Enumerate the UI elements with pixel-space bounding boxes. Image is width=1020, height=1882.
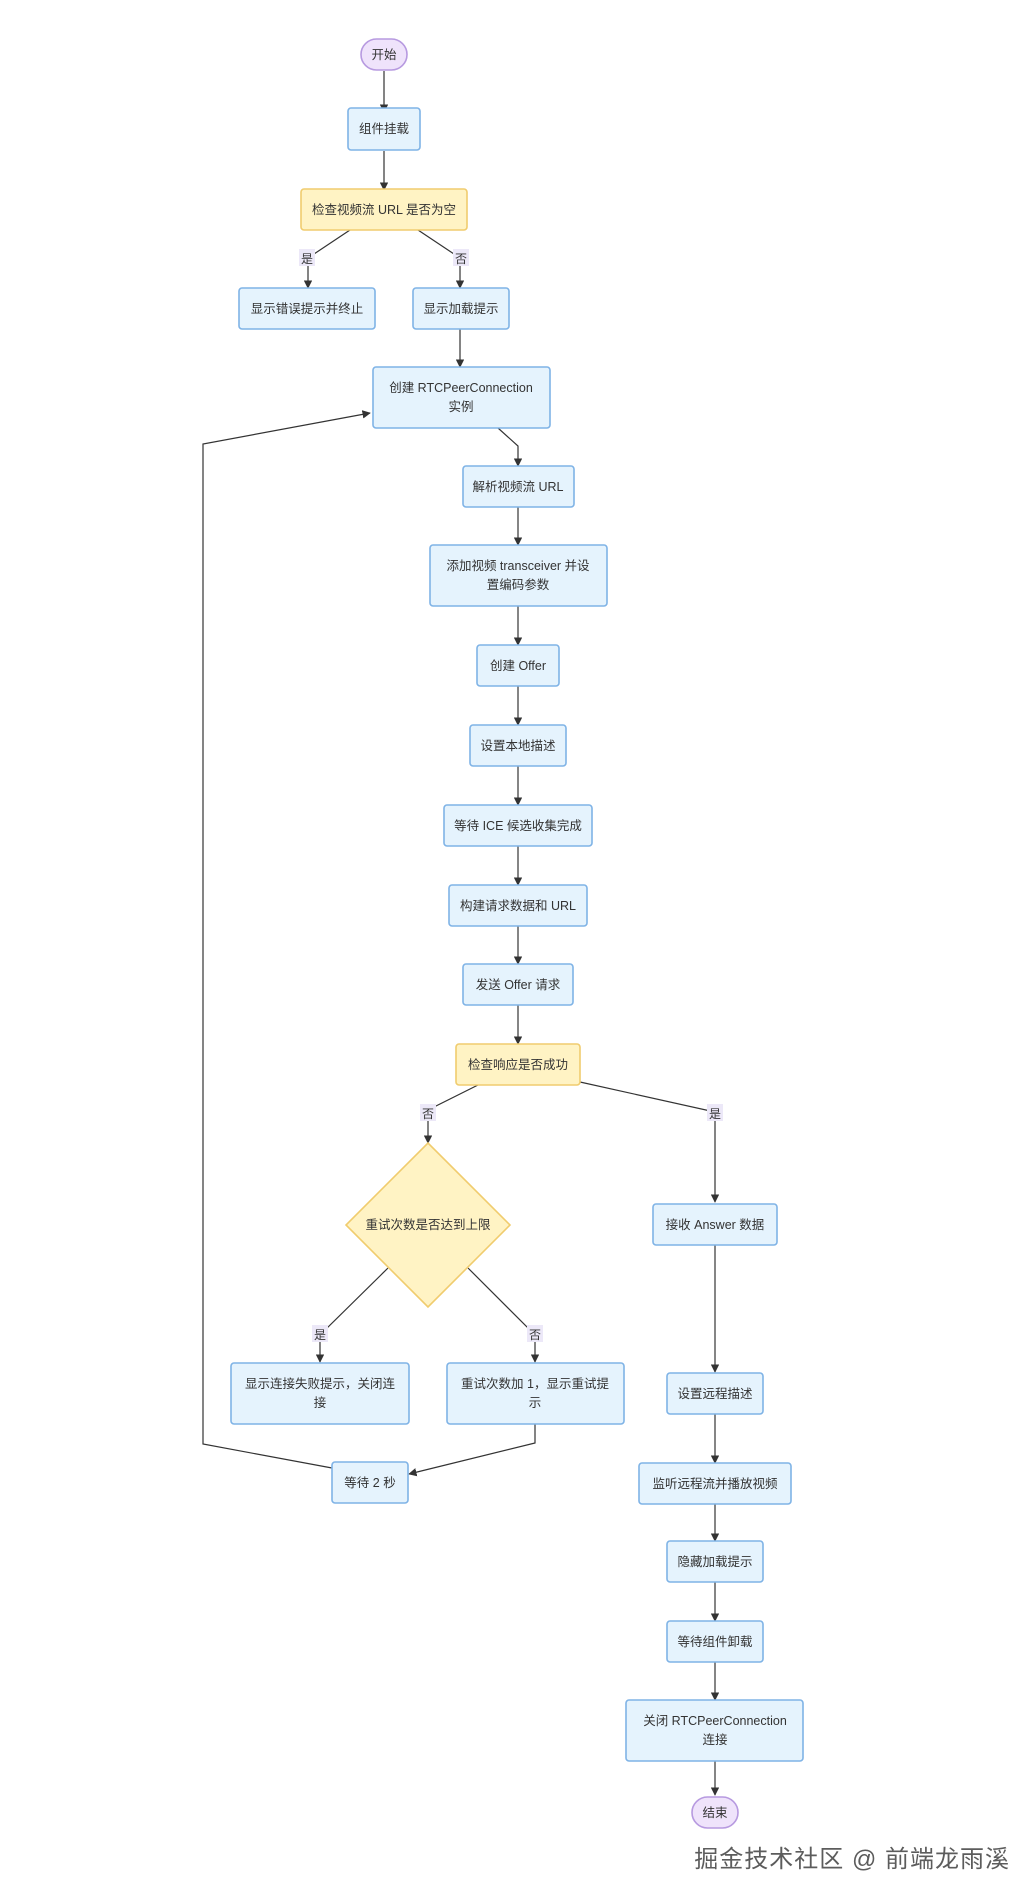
svg-text:等待组件卸载: 等待组件卸载 — [677, 1634, 753, 1649]
node-retry-limit: 重试次数是否达到上限 — [344, 1141, 512, 1309]
node-component-mount: 组件挂载 — [347, 107, 421, 151]
svg-text:构建请求数据和 URL: 构建请求数据和 URL — [460, 898, 576, 913]
svg-text:结束: 结束 — [702, 1806, 728, 1820]
edge-createpc-parse — [497, 427, 523, 467]
svg-text:显示错误提示并终止: 显示错误提示并终止 — [251, 301, 364, 316]
node-retry-increment: 重试次数加 1，显示重试提 示 — [446, 1362, 625, 1425]
node-show-loading: 显示加载提示 — [412, 287, 510, 330]
svg-text:监听远程流并播放视频: 监听远程流并播放视频 — [652, 1476, 778, 1491]
node-check-response: 检查响应是否成功 — [455, 1043, 581, 1086]
node-parse-url: 解析视频流 URL — [462, 465, 575, 508]
edge-label-no: 否 — [420, 1104, 436, 1121]
svg-text:添加视频 transceiver 并设: 添加视频 transceiver 并设 — [446, 558, 590, 573]
node-wait-ice: 等待 ICE 候选收集完成 — [443, 804, 593, 847]
node-receive-answer: 接收 Answer 数据 — [652, 1203, 778, 1246]
node-add-transceiver: 添加视频 transceiver 并设 置编码参数 — [429, 544, 608, 607]
svg-text:检查响应是否成功: 检查响应是否成功 — [468, 1057, 568, 1072]
svg-text:示: 示 — [529, 1396, 542, 1410]
node-start: 开始 — [360, 38, 408, 71]
node-build-request: 构建请求数据和 URL — [448, 884, 588, 927]
svg-text:隐藏加载提示: 隐藏加载提示 — [677, 1554, 752, 1569]
svg-text:是: 是 — [314, 1328, 326, 1342]
svg-text:重试次数加 1，显示重试提: 重试次数加 1，显示重试提 — [461, 1376, 609, 1391]
svg-text:检查视频流 URL 是否为空: 检查视频流 URL 是否为空 — [312, 202, 456, 217]
svg-text:接: 接 — [314, 1395, 327, 1410]
node-set-remote: 设置远程描述 — [666, 1372, 764, 1415]
watermark: 掘金技术社区 @ 前端龙雨溪 — [694, 1846, 1010, 1873]
svg-text:组件挂载: 组件挂载 — [359, 122, 410, 136]
node-hide-loading: 隐藏加载提示 — [666, 1540, 764, 1583]
node-create-offer: 创建 Offer — [476, 644, 560, 687]
edge-checkresp-answer — [579, 1081, 720, 1203]
svg-text:创建 Offer: 创建 Offer — [490, 659, 546, 673]
svg-text:设置远程描述: 设置远程描述 — [677, 1386, 753, 1401]
svg-text:置编码参数: 置编码参数 — [487, 577, 550, 592]
edge-retry-inc — [467, 1267, 540, 1363]
svg-text:解析视频流 URL: 解析视频流 URL — [473, 479, 564, 494]
node-create-pc: 创建 RTCPeerConnection 实例 — [372, 366, 551, 429]
node-wait-2s: 等待 2 秒 — [331, 1461, 409, 1504]
svg-text:设置本地描述: 设置本地描述 — [480, 738, 556, 753]
svg-text:等待 ICE 候选收集完成: 等待 ICE 候选收集完成 — [454, 818, 582, 833]
edge-label-no: 否 — [527, 1325, 543, 1342]
edge-inc-wait — [408, 1424, 536, 1477]
svg-text:实例: 实例 — [448, 399, 473, 414]
svg-text:关闭 RTCPeerConnection: 关闭 RTCPeerConnection — [643, 1714, 787, 1728]
edge-label-yes: 是 — [299, 249, 315, 266]
edge-wait-createpc — [202, 410, 371, 1469]
node-send-offer: 发送 Offer 请求 — [462, 963, 574, 1006]
node-end: 结束 — [691, 1796, 739, 1829]
node-listen-stream: 监听远程流并播放视频 — [638, 1462, 792, 1505]
edge-label-no: 否 — [453, 249, 469, 266]
svg-text:连接: 连接 — [702, 1732, 728, 1747]
node-wait-unmount: 等待组件卸载 — [666, 1620, 764, 1663]
svg-text:创建 RTCPeerConnection: 创建 RTCPeerConnection — [389, 381, 533, 395]
svg-text:是: 是 — [301, 252, 313, 266]
edge-label-yes: 是 — [312, 1325, 328, 1342]
node-check-url: 检查视频流 URL 是否为空 — [300, 188, 468, 231]
svg-text:否: 否 — [529, 1328, 541, 1342]
svg-text:否: 否 — [422, 1107, 434, 1121]
edge-retry-fail — [315, 1267, 389, 1363]
node-set-local: 设置本地描述 — [469, 724, 567, 767]
svg-text:接收 Answer 数据: 接收 Answer 数据 — [666, 1217, 765, 1232]
node-close-pc: 关闭 RTCPeerConnection 连接 — [625, 1699, 804, 1762]
svg-text:是: 是 — [709, 1107, 721, 1121]
svg-text:发送 Offer 请求: 发送 Offer 请求 — [476, 977, 561, 992]
svg-text:等待 2 秒: 等待 2 秒 — [344, 1475, 395, 1490]
svg-text:否: 否 — [455, 252, 467, 266]
node-show-fail: 显示连接失败提示，关闭连 接 — [230, 1362, 410, 1425]
svg-text:重试次数是否达到上限: 重试次数是否达到上限 — [365, 1217, 491, 1232]
svg-text:显示加载提示: 显示加载提示 — [423, 301, 498, 316]
svg-text:显示连接失败提示，关闭连: 显示连接失败提示，关闭连 — [245, 1376, 396, 1391]
svg-text:开始: 开始 — [371, 48, 397, 62]
edge-label-yes: 是 — [707, 1104, 723, 1121]
node-show-error: 显示错误提示并终止 — [238, 287, 376, 330]
